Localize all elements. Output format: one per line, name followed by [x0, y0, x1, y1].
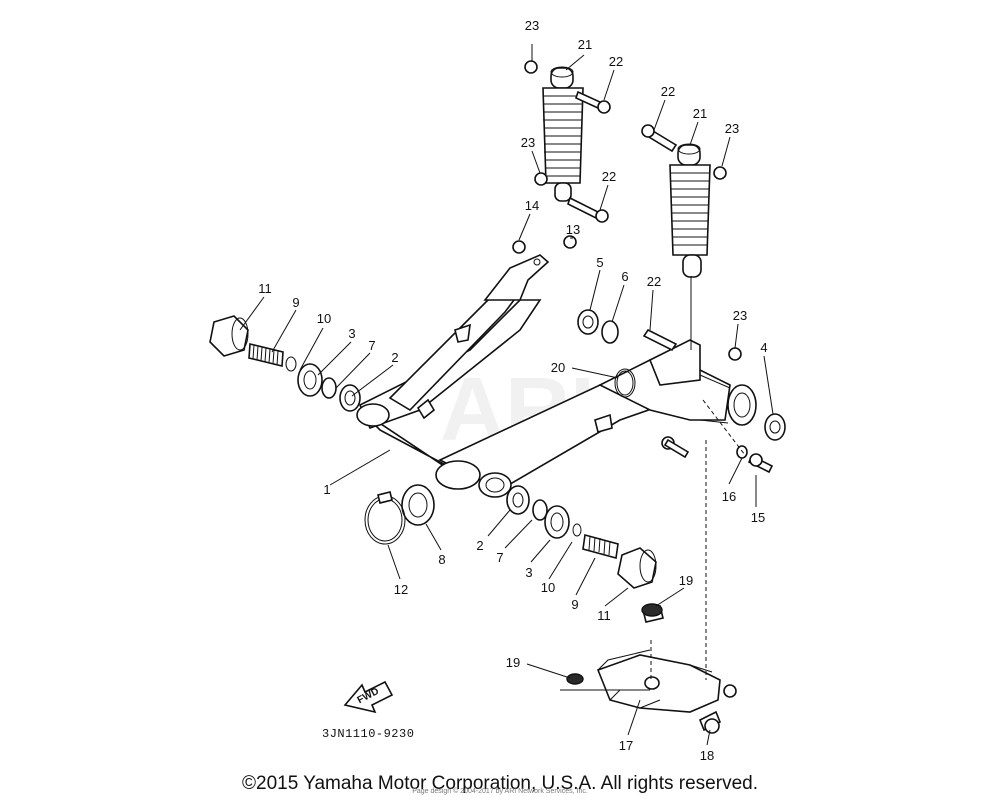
callout-8: 8 — [438, 552, 445, 567]
callout-19: 19 — [679, 573, 693, 588]
callout-22: 22 — [602, 169, 616, 184]
pivot-hardware-left[interactable] — [209, 315, 361, 412]
callout-5: 5 — [596, 255, 603, 270]
page-design-credit: Page design © 2004-2017 by ARI Network S… — [412, 788, 588, 795]
pivot-hardware-right[interactable] — [506, 485, 657, 589]
callout-19: 19 — [506, 655, 520, 670]
callout-9: 9 — [571, 597, 578, 612]
callout-7: 7 — [368, 338, 375, 353]
chain-guard[interactable] — [566, 603, 737, 734]
callout-6: 6 — [621, 269, 628, 284]
callout-23: 23 — [733, 308, 747, 323]
callout-22: 22 — [647, 274, 661, 289]
callout-3: 3 — [348, 326, 355, 341]
callout-11: 11 — [597, 608, 611, 623]
callout-18: 18 — [700, 748, 714, 763]
callout-23: 23 — [521, 135, 535, 150]
callout-2: 2 — [391, 350, 398, 365]
callout-22: 22 — [609, 54, 623, 69]
callout-10: 10 — [541, 580, 555, 595]
leader-lines — [239, 44, 774, 746]
callout-1: 1 — [323, 482, 330, 497]
copyright-notice: ©2015 Yamaha Motor Corporation, U.S.A. A… — [242, 773, 758, 794]
callout-22: 22 — [661, 84, 675, 99]
callout-2: 2 — [476, 538, 483, 553]
diagram-reference-code: 3JN1110-9230 — [322, 727, 415, 741]
callout-23: 23 — [725, 121, 739, 136]
callout-3: 3 — [525, 565, 532, 580]
callout-14: 14 — [525, 198, 539, 213]
rear-shock-right[interactable] — [512, 124, 727, 278]
callout-21: 21 — [693, 106, 707, 121]
forward-arrow: FWD — [343, 680, 394, 714]
bolts-misc[interactable] — [642, 328, 774, 474]
callout-4: 4 — [760, 340, 767, 355]
bearings-seals[interactable] — [364, 309, 786, 545]
callout-17: 17 — [619, 738, 633, 753]
callout-20: 20 — [551, 360, 565, 375]
callout-7: 7 — [496, 550, 503, 565]
callout-labels: 11 9 10 3 7 2 1 23 21 22 23 22 14 13 5 6… — [258, 18, 767, 763]
callout-11: 11 — [258, 281, 272, 296]
callout-10: 10 — [317, 311, 331, 326]
callout-21: 21 — [578, 37, 592, 52]
rear-shock-left[interactable] — [524, 60, 611, 223]
callout-13: 13 — [566, 222, 580, 237]
callout-16: 16 — [722, 489, 736, 504]
callout-15: 15 — [751, 510, 765, 525]
callout-9: 9 — [292, 295, 299, 310]
swingarm[interactable] — [356, 254, 757, 498]
callout-12: 12 — [394, 582, 408, 597]
swingarm-exploded-diagram: ARI — [209, 18, 786, 763]
callout-23: 23 — [525, 18, 539, 33]
